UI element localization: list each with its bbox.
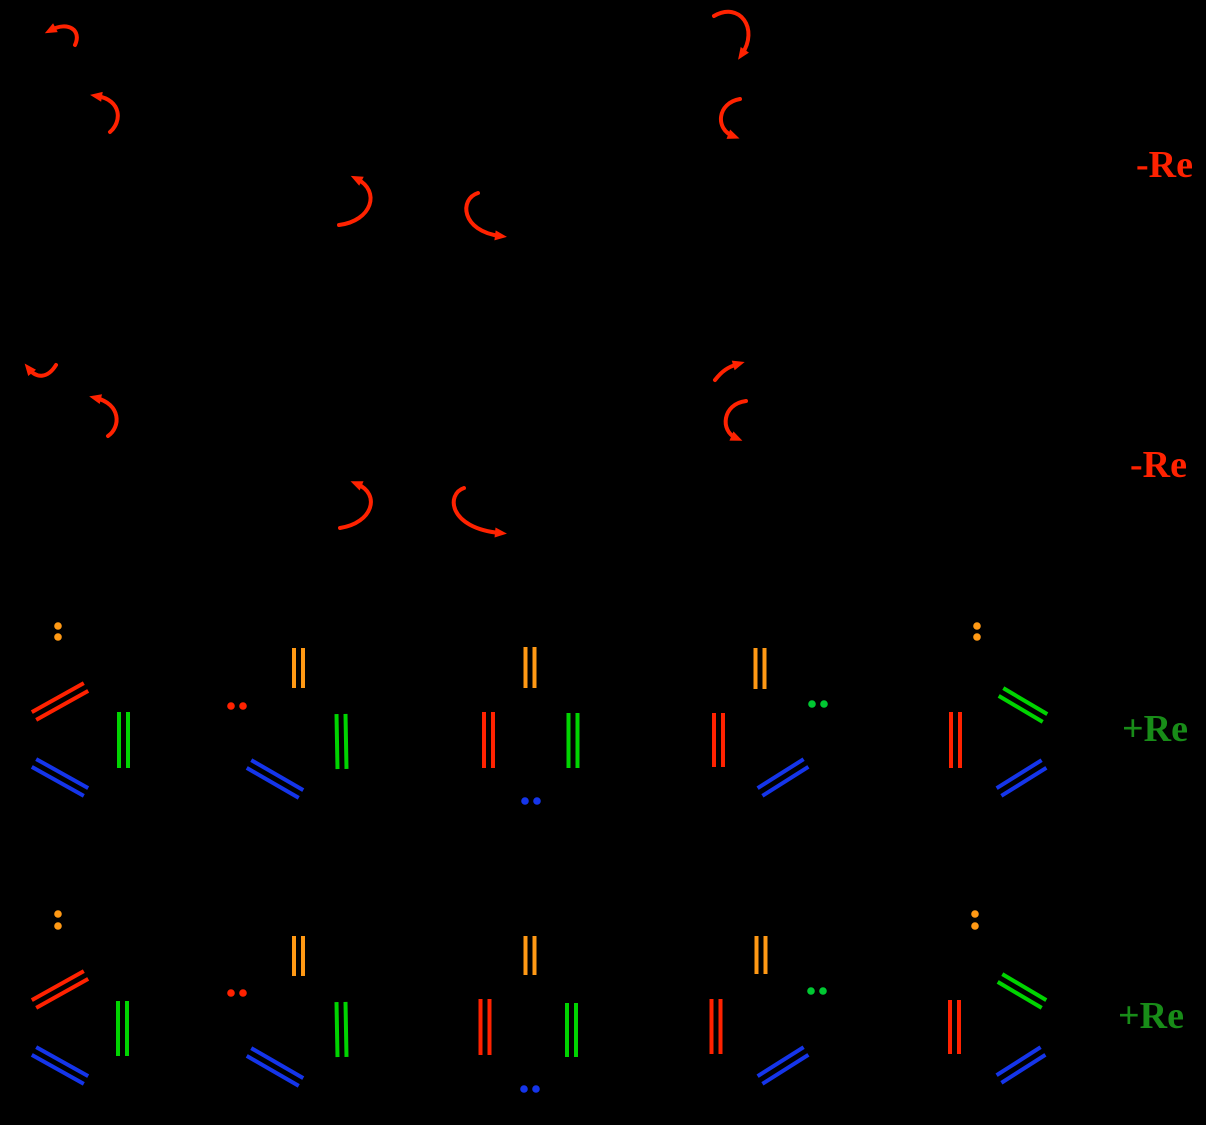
double-bond-r3s4-blue <box>761 765 810 798</box>
double-bond-r4s2-green <box>343 1001 349 1057</box>
label-plus-re-row3: +Re <box>1122 708 1188 750</box>
curved-arrow-row2-arrow-4 <box>451 486 502 535</box>
double-bond-r4s2-green <box>334 1002 340 1058</box>
arrowhead-row1-arrow-4 <box>494 230 507 241</box>
lone-pair-r4s5-lp-orange <box>971 910 979 918</box>
arrowhead-row1-arrow-1 <box>44 23 58 34</box>
double-bond-r4s5-blue <box>1000 1053 1047 1085</box>
label-plus-re-row4: +Re <box>1118 995 1184 1037</box>
lone-pair-r3s1-lp-orange <box>54 633 62 641</box>
lone-pair-r4s2-lp-red <box>227 989 235 997</box>
double-bond-r4s4-blue <box>756 1045 805 1078</box>
lone-pair-r3s3-lp-blue <box>521 797 529 805</box>
arrowhead-row2-arrow-2 <box>89 394 103 405</box>
curved-arrow-row1-arrow-5 <box>712 9 751 56</box>
double-bond-r4s1-blue <box>30 1053 85 1086</box>
arrowhead-row2-arrow-1 <box>24 363 37 377</box>
curved-arrow-row1-arrow-4 <box>464 191 502 238</box>
double-bond-r4s5-green <box>1001 972 1048 1002</box>
lone-pair-r4s4-lp-green <box>819 987 827 995</box>
lone-pair-r3s5-lp-orange <box>973 622 981 630</box>
curved-arrow-row2-arrow-3 <box>338 482 373 530</box>
lone-pair-r3s1-lp-orange <box>54 622 62 630</box>
double-bond-r3s1-red <box>35 689 90 722</box>
double-bond-r3s4-blue <box>756 757 805 790</box>
lone-pair-r4s1-lp-orange <box>54 922 62 930</box>
double-bond-r3s1-blue <box>35 757 90 790</box>
lone-pair-r3s3-lp-blue <box>533 797 541 805</box>
double-bond-r4s5-green <box>996 980 1043 1010</box>
arrowhead-row1-arrow-6 <box>726 129 740 139</box>
label-minus-re-row2: -Re <box>1130 444 1187 486</box>
double-bond-r3s1-blue <box>30 765 85 798</box>
lone-pair-r4s5-lp-orange <box>971 922 979 930</box>
arrowhead-row1-arrow-3 <box>350 175 364 186</box>
curved-arrow-row1-arrow-3 <box>337 177 373 227</box>
double-bond-r3s2-green <box>343 713 349 769</box>
double-bond-r3s2-blue <box>245 766 300 800</box>
double-bond-r4s5-blue <box>995 1045 1042 1077</box>
lone-pair-r3s4-lp-green <box>808 700 816 708</box>
lone-pair-r3s2-lp-red <box>239 702 247 710</box>
double-bond-r3s1-red <box>30 681 85 714</box>
lone-pair-r4s4-lp-green <box>807 987 815 995</box>
double-bond-r4s1-blue <box>35 1045 90 1078</box>
lone-pair-r3s4-lp-green <box>820 700 828 708</box>
arrowhead-row1-arrow-2 <box>90 91 103 102</box>
arrowhead-row2-arrow-5 <box>731 360 745 371</box>
arrowhead-row2-arrow-4 <box>494 527 507 538</box>
double-bond-r3s5-blue <box>1000 766 1048 798</box>
lone-pair-r3s5-lp-orange <box>973 633 981 641</box>
curved-arrow-row1-arrow-2 <box>95 94 120 134</box>
label-minus-re-row1: -Re <box>1136 144 1193 186</box>
arrowhead-row2-arrow-3 <box>350 481 364 491</box>
lone-pair-r4s2-lp-red <box>239 989 247 997</box>
lone-pair-r4s3-lp-blue <box>532 1085 540 1093</box>
double-bond-r3s5-green <box>997 694 1044 724</box>
double-bond-r3s2-blue <box>250 758 305 792</box>
double-bond-r4s2-blue <box>245 1054 300 1088</box>
curved-arrow-row2-arrow-2 <box>94 396 119 438</box>
double-bond-r4s1-red <box>30 969 85 1002</box>
lone-pair-r4s1-lp-orange <box>54 910 62 918</box>
arrowhead-row1-arrow-5 <box>738 47 749 60</box>
lone-pair-r4s3-lp-blue <box>520 1085 528 1093</box>
double-bond-r4s2-blue <box>250 1046 305 1080</box>
double-bond-r3s5-blue <box>995 758 1043 790</box>
double-bond-r4s1-red <box>35 977 90 1010</box>
double-bond-r3s5-green <box>1002 686 1049 716</box>
arrowhead-row2-arrow-6 <box>729 431 743 441</box>
lone-pair-r3s2-lp-red <box>227 702 235 710</box>
double-bond-r4s4-blue <box>761 1053 810 1086</box>
double-bond-r3s2-green <box>334 714 340 770</box>
